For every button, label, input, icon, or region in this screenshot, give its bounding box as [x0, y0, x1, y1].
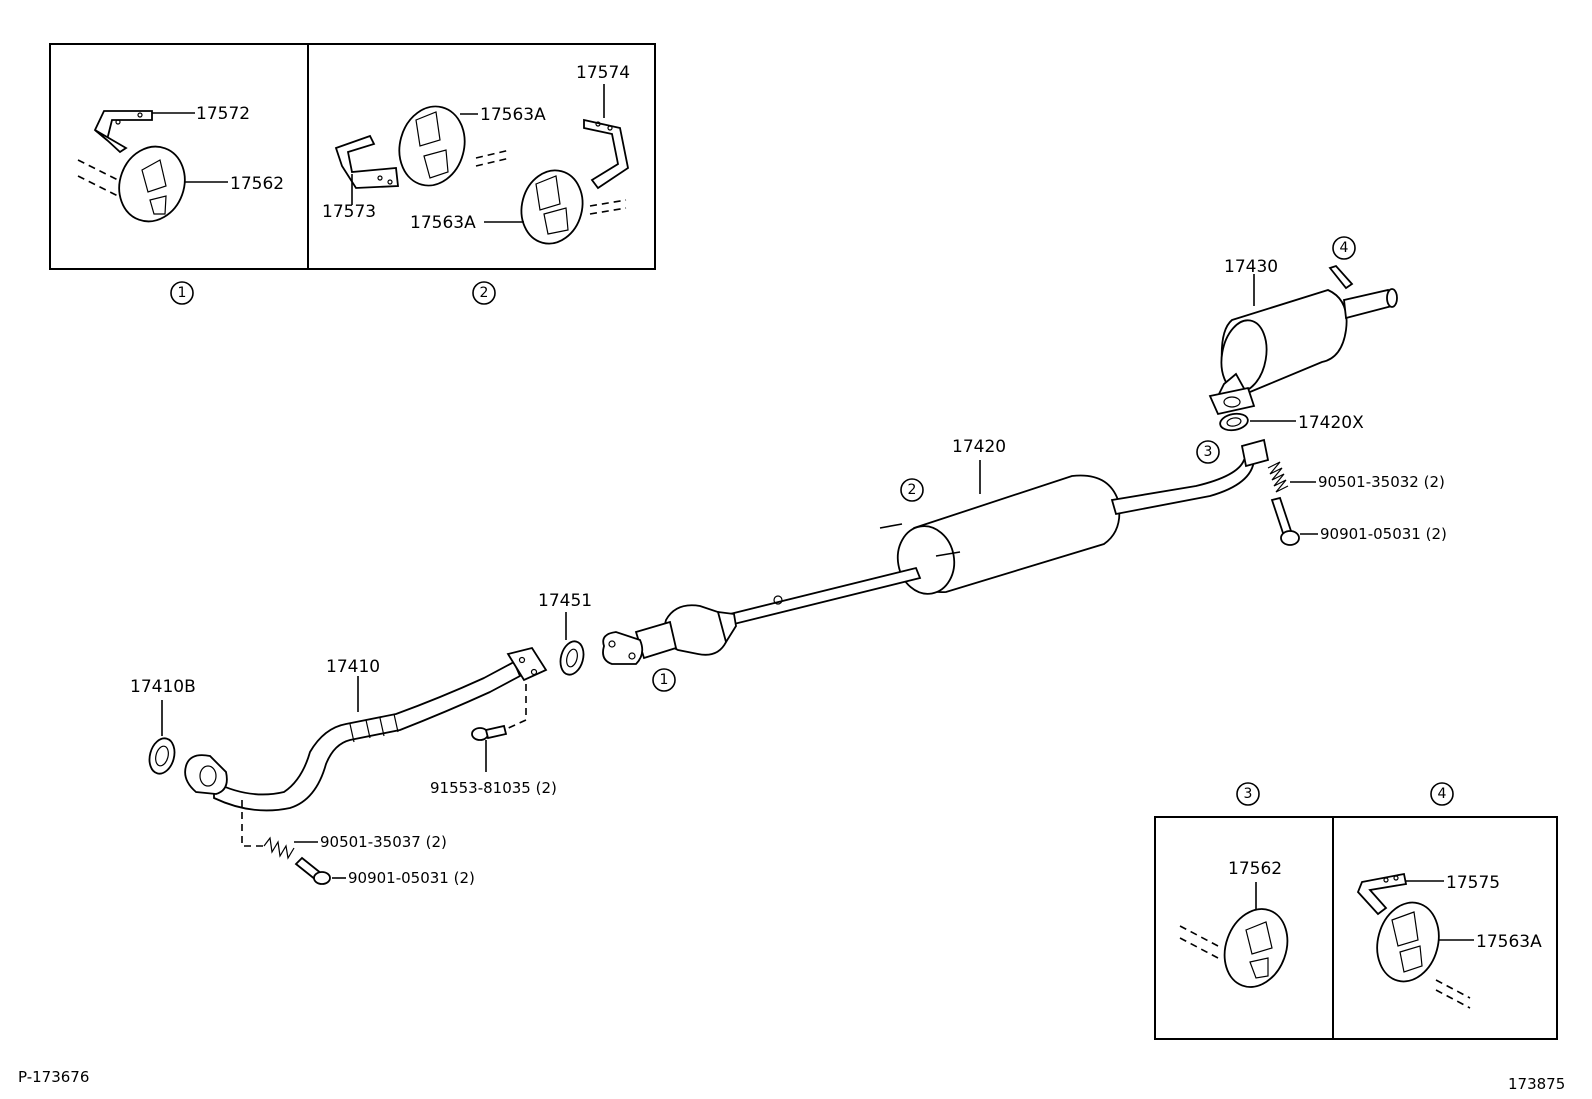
label-90901-05031-left: 90901-05031 (2) — [348, 869, 475, 887]
front-pipe-17410 — [184, 646, 548, 812]
callout-3-pipe: 3 — [1196, 440, 1220, 464]
hanger-bracket-17574 — [583, 118, 630, 190]
gasket-17451 — [559, 640, 585, 676]
bolt-90901-05031-left — [294, 856, 331, 885]
callout-4-box: 4 — [1430, 782, 1454, 806]
label-17563A-lower: 17563A — [410, 213, 476, 233]
label-91553-81035: 91553-81035 (2) — [430, 779, 557, 797]
rubber-hanger-17562-box1 — [118, 145, 186, 223]
tail-muffler-17430 — [1208, 264, 1398, 416]
spring-90501-35037 — [263, 836, 295, 860]
rubber-hanger-17563A-upper — [398, 105, 466, 187]
label-17562-box1: 17562 — [230, 174, 284, 194]
svg-text:2: 2 — [480, 285, 489, 301]
label-17562-box3: 17562 — [1228, 859, 1282, 879]
gasket-17410B — [148, 737, 176, 775]
label-17410: 17410 — [326, 657, 380, 677]
callout-4-muffler: 4 — [1332, 236, 1356, 260]
label-90901-05031-right: 90901-05031 (2) — [1320, 525, 1447, 543]
svg-text:1: 1 — [660, 672, 669, 688]
label-90501-35032-right: 90501-35032 (2) — [1318, 473, 1445, 491]
callout-1-box: 1 — [170, 281, 194, 305]
rubber-hanger-17562-box3 — [1223, 908, 1289, 988]
spring-90501-35032 — [1267, 461, 1289, 493]
label-17563A-box4: 17563A — [1476, 932, 1542, 952]
bolt-90901-05031-right — [1270, 496, 1300, 546]
center-pipe-assembly-17420 — [728, 438, 1270, 626]
label-17563A-upper: 17563A — [480, 105, 546, 125]
hanger-bracket-17573 — [334, 134, 400, 189]
rubber-hanger-17563A-lower — [520, 169, 584, 245]
label-17410B: 17410B — [130, 677, 196, 697]
hanger-bracket-17572 — [93, 110, 153, 154]
label-17572-box1: 17572 — [196, 104, 250, 124]
hanger-bracket-17575 — [1356, 872, 1408, 916]
svg-text:3: 3 — [1244, 786, 1253, 802]
callout-3-box: 3 — [1236, 782, 1260, 806]
label-90501-35037: 90501-35037 (2) — [320, 833, 447, 851]
gasket-17420X — [1219, 412, 1249, 432]
catalytic-converter — [602, 604, 737, 665]
callout-1-converter: 1 — [652, 668, 676, 692]
bolt-91553-81035 — [471, 724, 508, 741]
svg-text:2: 2 — [908, 482, 917, 498]
callout-2-box: 2 — [472, 281, 496, 305]
callout-2-center: 2 — [900, 478, 924, 502]
detail-box-3-4 — [1154, 816, 1558, 1040]
figure-code-left: P-173676 — [18, 1068, 89, 1086]
svg-text:4: 4 — [1438, 786, 1447, 802]
label-17430: 17430 — [1224, 257, 1278, 277]
label-17451: 17451 — [538, 591, 592, 611]
svg-text:4: 4 — [1340, 240, 1349, 256]
svg-text:1: 1 — [178, 285, 187, 301]
label-17573: 17573 — [322, 202, 376, 222]
svg-text:3: 3 — [1204, 444, 1213, 460]
label-17420: 17420 — [952, 437, 1006, 457]
figure-code-right: 173875 — [1508, 1075, 1565, 1093]
rubber-hanger-17563A-box4 — [1376, 901, 1440, 983]
detail-box-1-2 — [49, 43, 656, 270]
label-17574: 17574 — [576, 63, 630, 83]
label-17420X: 17420X — [1298, 413, 1364, 433]
label-17575: 17575 — [1446, 873, 1500, 893]
